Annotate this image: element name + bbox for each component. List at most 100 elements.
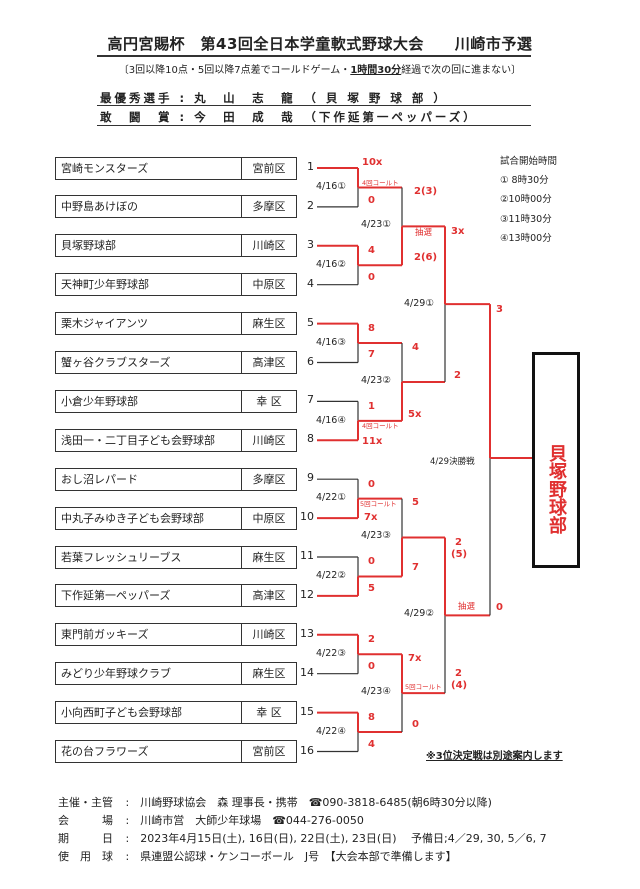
score: 0: [368, 556, 375, 567]
team-district: 幸 区: [256, 706, 282, 720]
seed-number: 5: [307, 315, 314, 329]
score: 0: [496, 602, 503, 613]
footer-ball: 使 用 球 : 県連盟公認球・ケンコーボール J号 【大会本部で準備します】: [58, 850, 457, 863]
score: 0: [368, 479, 375, 490]
score: 10x: [362, 157, 383, 168]
team-row: 下作延第一ペッパーズ高津区: [55, 584, 297, 608]
team-name: 栗木ジャイアンツ: [56, 313, 242, 335]
footer-venue: 会 場 : 川崎市営 大師少年球場 ☎044-276-0050: [58, 814, 364, 827]
score: 5x: [408, 409, 422, 420]
match-date: 4/16①: [316, 181, 346, 192]
team-district: 麻生区: [252, 550, 286, 564]
score: 2: [455, 537, 462, 548]
team-row: 貝塚野球部川崎区: [55, 234, 297, 258]
team-row: 若葉フレッシュリーブス麻生区: [55, 545, 297, 569]
seed-number: 8: [307, 432, 314, 446]
schedule-time: ③11時30分: [500, 214, 552, 225]
team-name: 天神町少年野球部: [56, 274, 242, 296]
team-district: 宮前区: [252, 161, 286, 175]
score: 0: [412, 719, 419, 730]
score: (4): [451, 680, 468, 691]
team-name: 中丸子みゆき子ども会野球部: [56, 507, 242, 529]
team-row: おし沼レパード多摩区: [55, 467, 297, 491]
score: 5: [368, 583, 375, 594]
third-place-note: ※3位決定戦は別途案内します: [426, 751, 563, 762]
team-name: 若葉フレッシュリーブス: [56, 546, 242, 568]
score: 2(3): [414, 186, 438, 197]
team-name: 小向西町子ども会野球部: [56, 702, 242, 724]
score: 7x: [364, 512, 378, 523]
team-row: 花の台フラワーズ宮前区: [55, 740, 297, 763]
score: 11x: [362, 436, 383, 447]
match-date: 4/16④: [316, 415, 346, 426]
lottery-note: 抽選: [415, 228, 433, 238]
seed-number: 4: [307, 276, 314, 290]
team-name: 小倉少年野球部: [56, 390, 242, 412]
team-row: 中丸子みゆき子ども会野球部中原区: [55, 506, 297, 530]
fighting-spirit-award: 敢 闘 賞 : 今 田 成 哉 （下作延第一ペッパーズ）: [100, 110, 478, 124]
match-date: 4/16③: [316, 337, 346, 348]
match-date: 4/23②: [361, 375, 391, 386]
score: 2: [455, 668, 462, 679]
seed-number: 11: [300, 549, 314, 562]
team-row: 天神町少年野球部中原区: [55, 273, 297, 297]
team-district: 川崎区: [252, 433, 286, 447]
score: 4: [412, 342, 419, 353]
team-district: 麻生区: [252, 667, 286, 681]
footer-organizer: 主催・主管 : 川崎野球協会 森 理事長・携帯 ☎090-3818-6485(朝…: [58, 796, 492, 809]
team-name: おし沼レパード: [56, 468, 242, 490]
schedule-time: ④13時00分: [500, 233, 552, 244]
score: 2(6): [414, 252, 438, 263]
page-title: 高円宮賜杯 第43回全日本学童軟式野球大会 川崎市予選: [107, 35, 533, 53]
match-date: 4/23③: [361, 530, 391, 541]
seed-number: 12: [300, 587, 314, 601]
match-date: 4/23①: [361, 219, 391, 230]
score: 8: [368, 323, 375, 334]
team-district: 高津区: [252, 356, 286, 369]
seed-number: 16: [300, 743, 314, 757]
team-district: 多摩区: [252, 200, 286, 214]
lottery-note: 抽選: [458, 602, 476, 612]
score: 0: [368, 661, 375, 672]
team-row: 小倉少年野球部幸 区: [55, 389, 297, 413]
footer-dates: 期 日 : 2023年4月15日(土), 16日(日), 22日(土), 23日…: [58, 832, 547, 845]
score: 4: [368, 245, 375, 256]
mvp-award: 最優秀選手 : 丸 山 志 龍 （ 貝 塚 野 球 部 ）: [100, 91, 448, 105]
seed-number: 9: [307, 471, 314, 485]
schedule-time: ②10時00分: [500, 194, 552, 205]
team-row: 浅田一・二丁目子ども会野球部川崎区: [55, 428, 297, 452]
team-district: 多摩区: [252, 472, 286, 486]
seed-number: 15: [300, 704, 314, 718]
match-date: 4/29②: [404, 608, 434, 619]
team-name: 浅田一・二丁目子ども会野球部: [56, 429, 242, 451]
score: 0: [368, 272, 375, 283]
match-date: 4/29①: [404, 298, 434, 309]
team-name: 宮崎モンスターズ: [56, 157, 242, 179]
schedule-time: ① 8時30分: [500, 175, 549, 186]
final-date: 4/29決勝戦: [430, 457, 475, 467]
team-row: 小向西町子ども会野球部幸 区: [55, 701, 297, 725]
team-district: 麻生区: [252, 317, 286, 331]
match-date: 4/23④: [361, 686, 391, 697]
seed-number: 1: [307, 160, 314, 173]
seed-number: 14: [300, 665, 314, 679]
team-name: 蟹ヶ谷クラブスターズ: [56, 352, 242, 373]
score: 8: [368, 712, 375, 723]
called-game-note: 4回コールト: [362, 179, 399, 187]
team-row: みどり少年野球クラブ麻生区: [55, 662, 297, 686]
called-game-note: 5回コールト: [360, 500, 397, 508]
score: 0: [368, 195, 375, 206]
team-district: 宮前区: [252, 745, 286, 758]
team-district: 高津区: [252, 589, 286, 603]
score: 7x: [408, 653, 422, 664]
team-name: 中野島あけぼの: [56, 196, 242, 218]
score: 7: [412, 562, 419, 573]
team-row: 蟹ヶ谷クラブスターズ高津区: [55, 351, 297, 374]
team-district: 中原区: [252, 278, 286, 292]
score: 2: [368, 634, 375, 645]
score: 3x: [451, 226, 465, 237]
team-row: 東門前ガッキーズ川崎区: [55, 623, 297, 647]
seed-number: 13: [300, 626, 314, 640]
called-game-note: 4回コールト: [362, 422, 399, 430]
